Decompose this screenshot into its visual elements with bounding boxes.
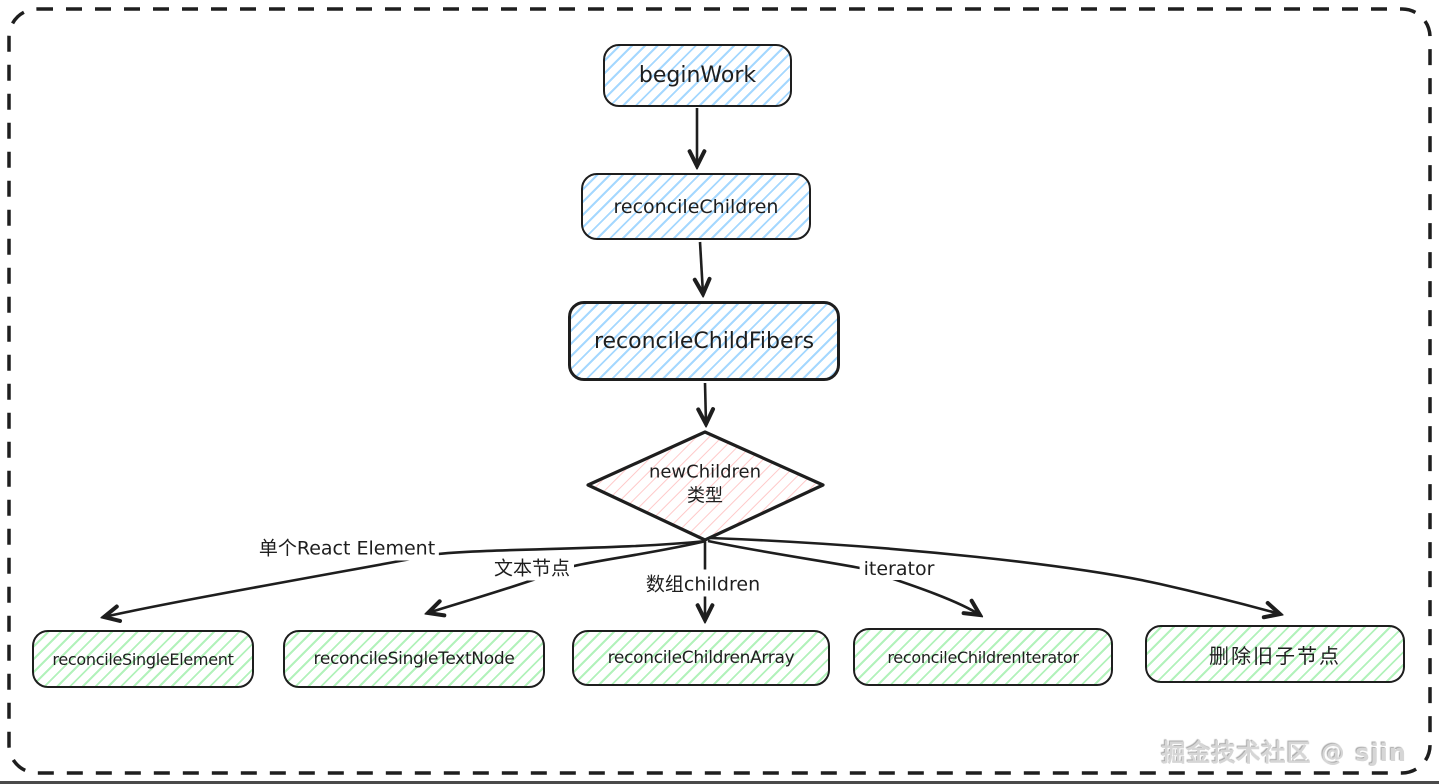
node-delete-old-children: 删除旧子节点 [1145,625,1405,683]
arrow-reconcilechildren-to-reconcilechildfibers [700,241,703,294]
node-beginwork-label: beginWork [638,63,757,88]
decision-line1: newChildren [648,461,762,483]
node-reconcilechildrenarray: reconcileChildrenArray [572,630,830,686]
node-reconcilechildfibers-label: reconcileChildFibers [593,328,815,354]
node-reconcilesingletextnode: reconcileSingleTextNode [283,630,545,688]
node-reconcilechildren-label: reconcileChildren [613,195,779,218]
node-reconcilesingleelement-label: reconcileSingleElement [52,649,234,669]
edge-label-array-children: 数组children [641,569,765,597]
arrow-decision-to-delete-old-children [709,536,1280,614]
node-beginwork: beginWork [603,44,792,107]
edge-label-text-node: 文本节点 [489,553,575,581]
node-reconcilesingleelement: reconcileSingleElement [32,630,254,688]
edge-label-single-react-element: 单个React Element [254,533,440,561]
node-reconcilechildren: reconcileChildren [581,173,811,240]
decision-diamond-shape [586,430,825,542]
node-reconcilesingletextnode-label: reconcileSingleTextNode [313,649,515,669]
arrow-reconcilechildfibers-to-decision [705,382,706,424]
dashed-border [7,7,1432,775]
node-reconcilechildrenarray-label: reconcileChildrenArray [607,648,795,668]
decision-line2: 类型 [686,486,723,507]
node-reconcilechildreniterator: reconcileChildrenIterator [853,628,1113,686]
node-delete-old-children-label: 删除旧子节点 [1209,643,1341,668]
edge-label-iterator: iterator [859,558,939,580]
node-reconcilechildreniterator-label: reconcileChildrenIterator [887,647,1079,667]
node-reconcilechildfibers: reconcileChildFibers [568,301,840,381]
bottom-edge-strip [0,781,1439,784]
decision-diamond-label: newChildren 类型 [649,461,761,510]
watermark: 掘金技术社区 @ sjin [1161,739,1407,767]
